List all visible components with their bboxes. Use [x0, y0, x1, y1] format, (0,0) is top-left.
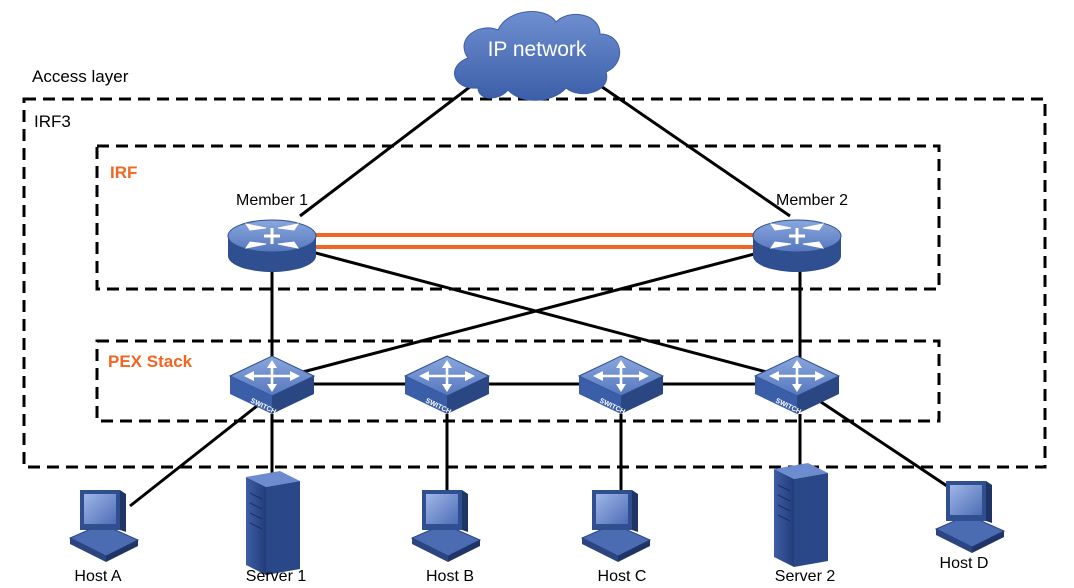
host-d-label: Host D: [940, 555, 989, 572]
link-cloud-member1: [299, 78, 480, 218]
host-d-pc: [935, 480, 1005, 554]
host-b-label: Host B: [426, 568, 474, 585]
irf-region-box: [95, 144, 941, 291]
member-1-label: Member 1: [236, 192, 308, 209]
host-c-label: Host C: [598, 568, 647, 585]
link-cloud-member2: [591, 78, 791, 218]
link-switch1-hosta: [129, 400, 263, 508]
irf-label: IRF: [110, 163, 137, 182]
access-layer-label: Access layer: [32, 67, 129, 86]
link-member2-switch1: [271, 250, 763, 382]
pex-switch-1: SWITCH: [228, 354, 316, 416]
link-switch4-hostd: [817, 398, 951, 490]
host-c-pc: [581, 489, 651, 563]
pex-switch-2: SWITCH: [403, 354, 491, 416]
pex-stack-label: PEX Stack: [108, 352, 193, 371]
host-a-label: Host A: [74, 568, 121, 585]
server-1: [245, 470, 301, 576]
irf3-label: IRF3: [34, 112, 71, 131]
links: [129, 78, 951, 508]
member-2-switch: [751, 218, 843, 274]
member-2-label: Member 2: [776, 192, 848, 209]
irf3-region-box: [22, 97, 1047, 469]
irf-link: [312, 233, 760, 249]
cloud-label: IP network: [488, 38, 587, 61]
host-b-pc: [411, 489, 481, 563]
member-1-switch: [226, 218, 318, 274]
ip-network-cloud: IP network: [454, 11, 621, 101]
server-2-label: Server 2: [775, 568, 836, 585]
server-2: [773, 462, 829, 568]
host-a-pc: [69, 489, 139, 563]
link-member1-switch4: [311, 250, 798, 382]
pex-switch-3: SWITCH: [577, 354, 665, 416]
pex-stack-region-box: [95, 339, 941, 423]
server-1-label: Server 1: [246, 568, 307, 585]
